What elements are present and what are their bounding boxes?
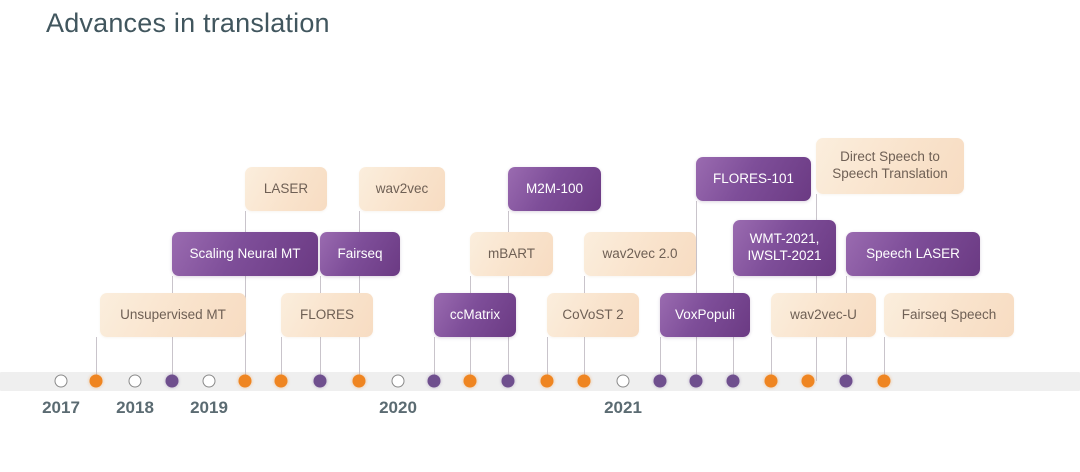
connector-line xyxy=(696,201,698,381)
year-marker-dot[interactable] xyxy=(616,374,630,388)
year-marker-dot[interactable] xyxy=(128,374,142,388)
milestone-card[interactable]: M2M-100 xyxy=(508,167,601,211)
milestone-card[interactable]: Fairseq xyxy=(320,232,400,276)
milestone-card[interactable]: VoxPopuli xyxy=(660,293,750,337)
milestone-card[interactable]: Scaling Neural MT xyxy=(172,232,318,276)
milestone-dot[interactable] xyxy=(540,374,554,388)
year-marker-dot[interactable] xyxy=(54,374,68,388)
milestone-dot[interactable] xyxy=(839,374,853,388)
milestone-dot[interactable] xyxy=(238,374,252,388)
milestone-card[interactable]: mBART xyxy=(470,232,553,276)
connector-line xyxy=(96,337,98,381)
milestone-card[interactable]: wav2vec xyxy=(359,167,445,211)
year-marker-dot[interactable] xyxy=(391,374,405,388)
milestone-card[interactable]: FLORES xyxy=(281,293,373,337)
axis-year-label: 2019 xyxy=(190,398,228,417)
milestone-dot[interactable] xyxy=(653,374,667,388)
milestone-dot[interactable] xyxy=(463,374,477,388)
connector-line xyxy=(884,337,886,381)
milestone-card[interactable]: wav2vec 2.0 xyxy=(584,232,696,276)
connector-line xyxy=(660,337,662,381)
milestone-dot[interactable] xyxy=(689,374,703,388)
milestone-card[interactable]: Unsupervised MT xyxy=(100,293,246,337)
milestone-card[interactable]: wav2vec-U xyxy=(771,293,876,337)
axis-year-label: 2018 xyxy=(116,398,154,417)
axis-year-label: 2017 xyxy=(42,398,80,417)
milestone-dot[interactable] xyxy=(577,374,591,388)
milestone-dot[interactable] xyxy=(726,374,740,388)
milestone-card[interactable]: Fairseq Speech xyxy=(884,293,1014,337)
milestone-dot[interactable] xyxy=(89,374,103,388)
milestone-card[interactable]: WMT-2021, IWSLT-2021 xyxy=(733,220,836,276)
milestone-dot[interactable] xyxy=(764,374,778,388)
milestone-dot[interactable] xyxy=(274,374,288,388)
milestone-card[interactable]: FLORES-101 xyxy=(696,157,811,201)
milestone-dot[interactable] xyxy=(877,374,891,388)
connector-line xyxy=(245,211,247,381)
milestone-card[interactable]: ccMatrix xyxy=(434,293,516,337)
milestone-dot[interactable] xyxy=(165,374,179,388)
page-title: Advances in translation xyxy=(46,8,330,38)
year-marker-dot[interactable] xyxy=(202,374,216,388)
milestone-dot[interactable] xyxy=(352,374,366,388)
milestone-dot[interactable] xyxy=(427,374,441,388)
connector-line xyxy=(434,337,436,381)
milestone-dot[interactable] xyxy=(501,374,515,388)
milestone-card[interactable]: LASER xyxy=(245,167,327,211)
milestone-card[interactable]: Direct Speech to Speech Translation xyxy=(816,138,964,194)
connector-line xyxy=(281,337,283,381)
axis-year-label: 2021 xyxy=(604,398,642,417)
connector-line xyxy=(547,337,549,381)
milestone-card[interactable]: CoVoST 2 xyxy=(547,293,639,337)
axis-year-label: 2020 xyxy=(379,398,417,417)
connector-line xyxy=(816,194,818,381)
milestone-card[interactable]: Speech LASER xyxy=(846,232,980,276)
connector-line xyxy=(771,337,773,381)
milestone-dot[interactable] xyxy=(801,374,815,388)
milestone-dot[interactable] xyxy=(313,374,327,388)
